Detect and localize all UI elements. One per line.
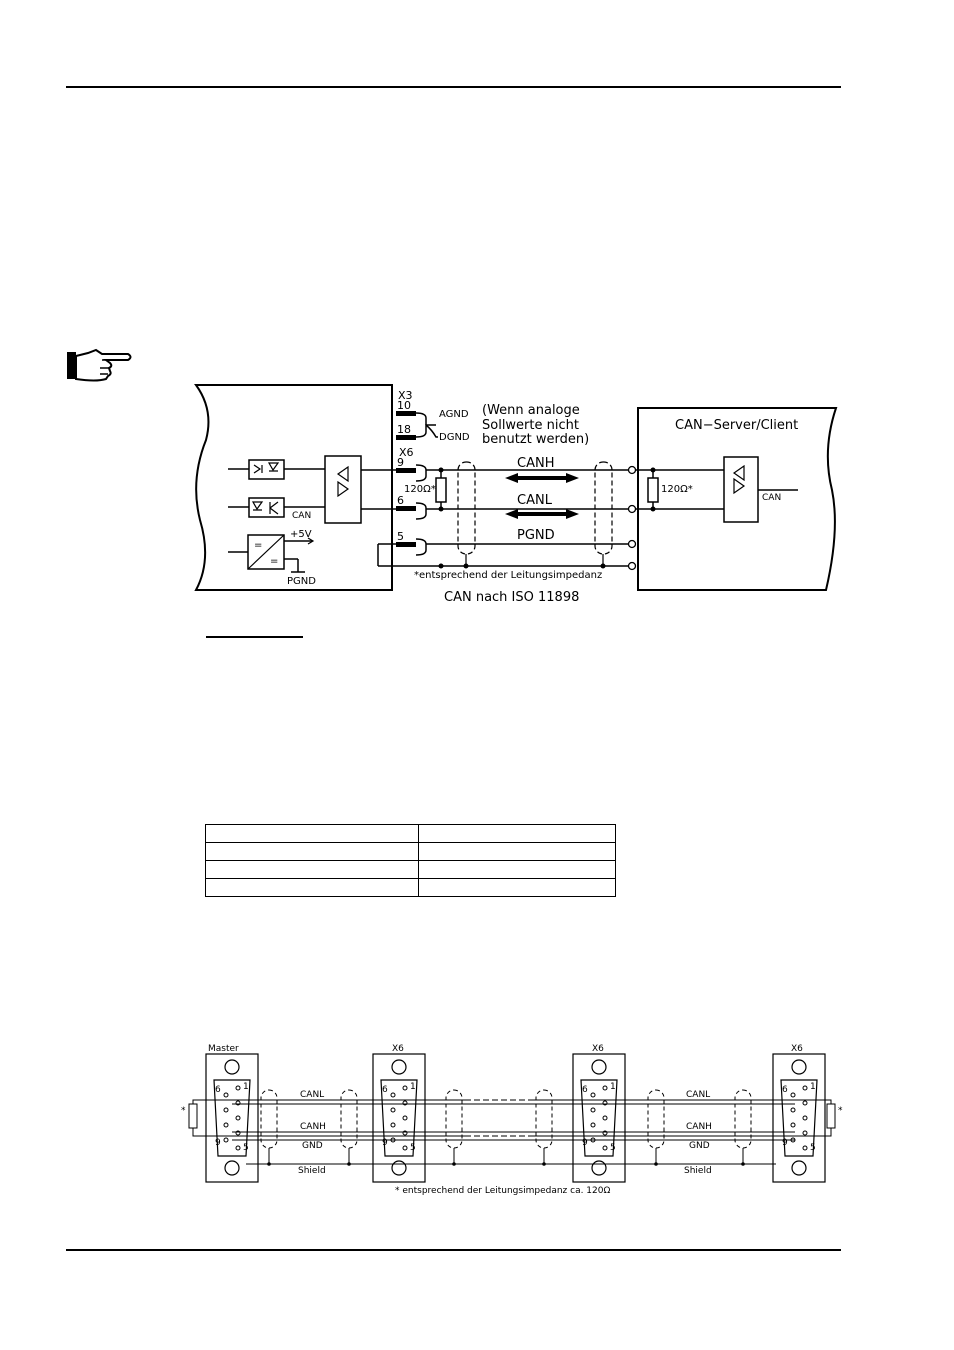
caption: CAN nach ISO 11898 bbox=[444, 590, 579, 605]
cable-shield bbox=[340, 1089, 358, 1166]
pin-9-label: 9 bbox=[215, 1138, 221, 1148]
x6-label-b: X6 bbox=[592, 1044, 604, 1054]
pin-1-label: 1 bbox=[243, 1082, 249, 1092]
gnd-label-1: GND bbox=[302, 1141, 323, 1151]
pin-1-label: 1 bbox=[610, 1082, 616, 1092]
pin-9-label: 9 bbox=[782, 1138, 788, 1148]
pin-9-label: 9 bbox=[397, 456, 404, 469]
dsub-connector: 6 1 9 5 bbox=[372, 1053, 426, 1183]
pin-5-label: 5 bbox=[610, 1143, 616, 1153]
canl-label-2: CANL bbox=[686, 1090, 710, 1100]
note-line-3: benutzt werden) bbox=[482, 432, 589, 447]
canh-label: CANH bbox=[517, 456, 554, 471]
plus5v-label: +5V bbox=[290, 529, 312, 540]
cable-shield bbox=[734, 1089, 752, 1166]
pin-5-label: 5 bbox=[410, 1143, 416, 1153]
dgnd-label: DGND bbox=[439, 432, 470, 443]
pin-6-label: 6 bbox=[782, 1085, 788, 1095]
pin-18-label: 18 bbox=[397, 423, 411, 436]
x6-label: X6 bbox=[399, 446, 414, 459]
pin-1-label: 1 bbox=[810, 1082, 816, 1092]
svg-text:=: = bbox=[254, 540, 262, 551]
bottom-footnote: * entsprechend der Leitungsimpedanz ca. … bbox=[395, 1186, 610, 1196]
can-left-label: CAN bbox=[292, 511, 311, 521]
pin-5-label: 5 bbox=[810, 1143, 816, 1153]
pgnd-supply-label: PGND bbox=[287, 576, 316, 587]
resistor-left-label: 120Ω* bbox=[404, 484, 436, 495]
top-rule bbox=[66, 86, 841, 88]
pin-5-label: 5 bbox=[397, 530, 404, 543]
svg-text:=: = bbox=[270, 556, 278, 567]
dsub-connector: 6 1 9 5 bbox=[772, 1053, 826, 1183]
canh-label-1: CANH bbox=[300, 1122, 326, 1132]
cable-shield bbox=[445, 1089, 463, 1166]
pointing-hand-icon bbox=[67, 348, 132, 382]
pin-6-label: 6 bbox=[582, 1085, 588, 1095]
shield-label-2: Shield bbox=[684, 1166, 712, 1176]
x6-label-c: X6 bbox=[791, 1044, 803, 1054]
pin-9-label: 9 bbox=[582, 1138, 588, 1148]
table-row bbox=[205, 878, 616, 897]
cable-shield bbox=[647, 1089, 665, 1166]
pin-6-label: 6 bbox=[215, 1085, 221, 1095]
note-line-1: (Wenn analoge bbox=[482, 403, 580, 418]
can-right-label: CAN bbox=[762, 493, 781, 503]
pin-5-label: 5 bbox=[243, 1143, 249, 1153]
pin-1-label: 1 bbox=[410, 1082, 416, 1092]
note-line-2: Sollwerte nicht bbox=[482, 418, 579, 433]
pin-6-label: 6 bbox=[382, 1085, 388, 1095]
x3-label: X3 bbox=[398, 389, 413, 402]
pin-6-label: 6 bbox=[397, 494, 404, 507]
agnd-label: AGND bbox=[439, 409, 469, 420]
footnote-label: *entsprechend der Leitungsimpedanz bbox=[414, 570, 602, 581]
gnd-label-2: GND bbox=[689, 1141, 710, 1151]
x6-label-a: X6 bbox=[392, 1044, 404, 1054]
cable-shield bbox=[535, 1089, 553, 1166]
star-left: * bbox=[181, 1106, 186, 1116]
canl-label-1: CANL bbox=[300, 1090, 324, 1100]
server-title: CAN−Server/Client bbox=[675, 418, 798, 433]
pin-9-label: 9 bbox=[382, 1138, 388, 1148]
canh-label-2: CANH bbox=[686, 1122, 712, 1132]
resistor-right-label: 120Ω* bbox=[661, 484, 693, 495]
bottom-rule bbox=[66, 1249, 841, 1251]
pgnd-wire-label: PGND bbox=[517, 528, 555, 543]
shield-label-1: Shield bbox=[298, 1166, 326, 1176]
star-right: * bbox=[838, 1106, 843, 1116]
pin-10-label: 10 bbox=[397, 399, 411, 412]
cable-shield bbox=[260, 1089, 278, 1166]
dsub-connector: 6 1 9 5 bbox=[205, 1053, 259, 1183]
can-connection-diagram: X3 10 18 AGND DGND (Wenn analoge Sollwer… bbox=[194, 384, 838, 605]
dsub-connector: 6 1 9 5 bbox=[572, 1053, 626, 1183]
master-label: Master bbox=[208, 1044, 239, 1054]
empty-table bbox=[205, 824, 616, 897]
section-underline bbox=[206, 636, 303, 638]
canl-label: CANL bbox=[517, 493, 553, 508]
